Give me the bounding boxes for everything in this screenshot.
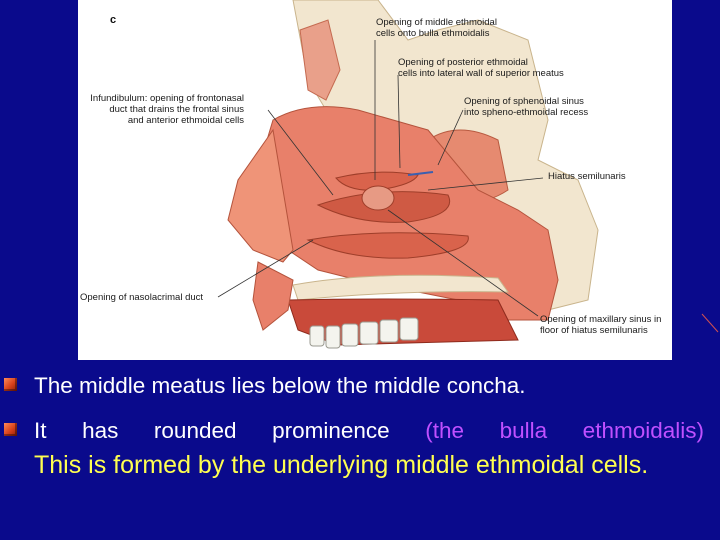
label-maxillary: Opening of maxillary sinus in floor of h…	[540, 314, 662, 336]
frontal-sinus	[299, 19, 341, 101]
bullet-marker	[4, 378, 17, 391]
probe-arrow	[407, 171, 434, 176]
leader-lines	[217, 40, 544, 317]
bullet-marker	[4, 423, 17, 436]
superior-concha	[335, 171, 419, 191]
hard-palate	[292, 274, 509, 301]
anatomy-figure: c Opening of middle ethmoidal cells onto…	[78, 0, 672, 360]
label-middle-ethmoidal: Opening of middle ethmoidal cells onto b…	[376, 17, 497, 39]
panel-letter: c	[110, 14, 117, 26]
label-infundibulum: Infundibulum: opening of frontonasal duc…	[90, 93, 244, 126]
label-nasolacrimal: Opening of nasolacrimal duct	[80, 292, 204, 303]
bulla-ethmoidalis	[361, 185, 395, 211]
bullet-text-2: It has rounded prominence (the bulla eth…	[34, 416, 704, 446]
upper-lip	[252, 261, 294, 331]
bullet-text-2-prefix: It has rounded prominence	[34, 418, 426, 443]
label-sphenoidal: Opening of sphenoidal sinus into spheno-…	[464, 96, 589, 118]
label-hiatus-semilunaris: Hiatus semilunaris	[548, 171, 626, 182]
bulla-highlight: (the bulla ethmoidalis)	[425, 418, 704, 443]
external-nose	[227, 128, 294, 263]
nasal-cavity-illustration	[217, 0, 599, 349]
bullet-text-1: The middle meatus lies below the middle …	[34, 373, 526, 398]
label-posterior-ethmoidal: Opening of posterior ethmoidal cells int…	[398, 57, 564, 79]
teeth	[309, 317, 419, 349]
corner-decoration	[701, 313, 719, 333]
bullet-continuation: This is formed by the underlying middle …	[34, 451, 649, 479]
inferior-concha	[306, 232, 469, 259]
